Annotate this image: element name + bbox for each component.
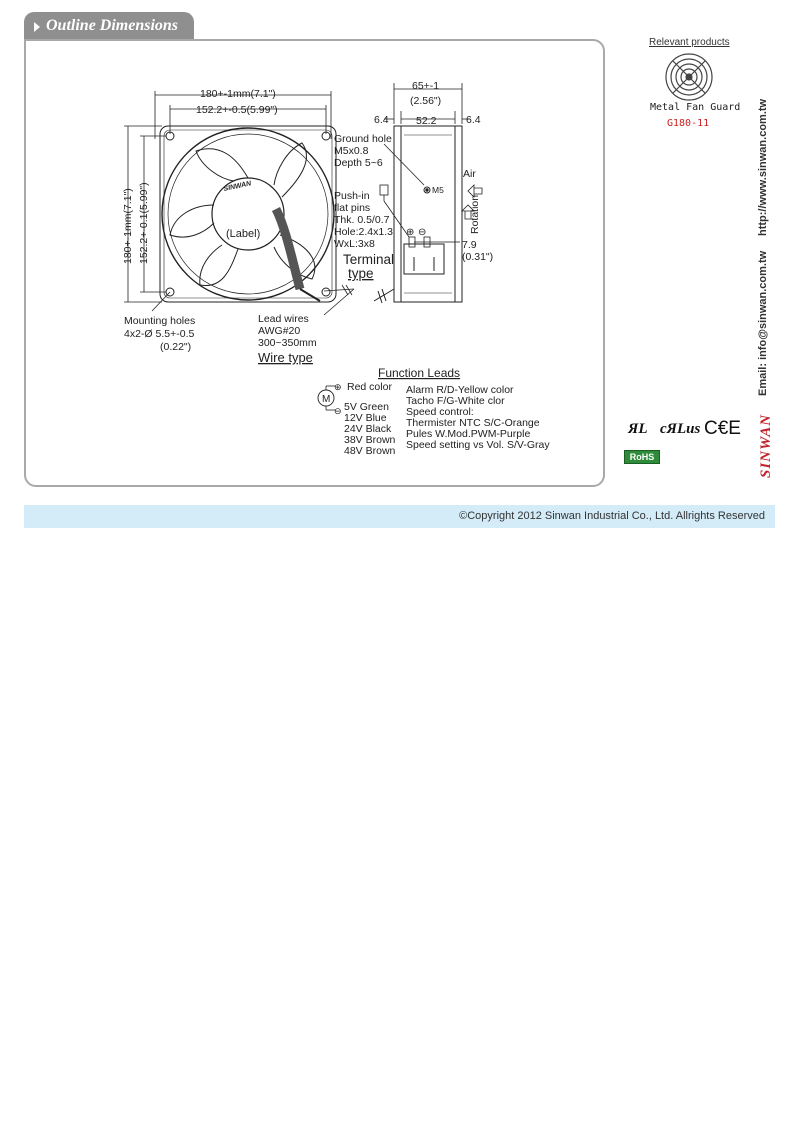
rotation-arrow-icon: [461, 204, 475, 220]
function-pwm: Pules W.Mod.PWM-Purple: [406, 428, 530, 440]
depth-right-dim: 6.4: [466, 114, 481, 126]
m5-label: M5: [432, 185, 444, 195]
lead-wires-length: 300~350mm: [258, 337, 317, 349]
ce-mark-icon: C€E: [704, 418, 741, 439]
function-tacho: Tacho F/G-White clor: [406, 395, 505, 407]
push-in-flat: flat pins: [334, 202, 370, 214]
footer-bar: ©Copyright 2012 Sinwan Industrial Co., L…: [24, 505, 775, 528]
push-in-hole: Hole:2.4x1.3: [334, 226, 393, 238]
air-label: Air: [463, 168, 476, 180]
hub-label: (Label): [226, 228, 260, 240]
contact-email[interactable]: Email: info@sinwan.com.tw: [757, 250, 769, 396]
minus-symbol: ⊖: [418, 227, 426, 238]
function-speed-control: Speed control:: [406, 406, 474, 418]
voltage-5v: 5V Green: [344, 401, 389, 413]
push-in-thk: Thk. 0.5/0.7: [334, 214, 390, 226]
rohs-badge: RoHS: [624, 450, 660, 464]
fan-front-view: [159, 125, 337, 303]
air-arrow-icon: [467, 184, 483, 198]
pin-width-inch: (0.31"): [462, 251, 493, 263]
fan-guard-icon[interactable]: [664, 52, 714, 102]
lead-wires-label: Lead wires: [258, 313, 309, 325]
ground-hole-thread: M5x0.8: [334, 145, 369, 157]
red-color-label: Red color: [347, 381, 392, 393]
wire-type-label: Wire type: [258, 350, 313, 365]
width-outer-dim: 180+-1mm(7.1"): [200, 88, 276, 100]
ground-hole-depth: Depth 5~6: [334, 157, 383, 169]
product-name[interactable]: Metal Fan Guard: [650, 102, 741, 113]
voltage-38v: 38V Brown: [344, 434, 396, 446]
height-outer-dim: 180+-1mm(7.1"): [122, 188, 134, 264]
voltage-12v: 12V Blue: [344, 412, 387, 424]
depth-total-dim: 65+-1: [412, 80, 439, 92]
push-in-label: Push-in: [334, 190, 370, 202]
ul-mark-icon: ЯL: [628, 421, 648, 437]
terminal-type-label-2: type: [348, 266, 374, 281]
depth-total-inch: (2.56"): [410, 95, 441, 107]
caret-right-icon: [34, 22, 40, 32]
height-inner-dim: 152.2+-0.1(5.99"): [138, 182, 150, 264]
motor-symbol: M: [322, 394, 330, 405]
pin-width-dim: 7.9: [462, 239, 477, 251]
mounting-holes-spec: 4x2-Ø 5.5+-0.5: [124, 328, 194, 340]
function-speed-setting: Speed setting vs Vol. S/V-Gray: [406, 439, 550, 451]
relevant-products-title: Relevant products: [649, 37, 730, 48]
function-leads-title: Function Leads: [378, 366, 460, 380]
minus-symbol-leads: ⊖: [334, 406, 342, 416]
flat-pin-icon: [379, 184, 389, 196]
section-tab: Outline Dimensions: [24, 12, 194, 42]
cul-mark-icon: cЯLus: [660, 421, 701, 437]
depth-mid-dim: 52.2: [416, 115, 437, 127]
voltage-48v: 48V Brown: [344, 445, 396, 457]
lead-wires-gauge: AWG#20: [258, 325, 300, 337]
website-url[interactable]: http://www.sinwan.com.tw: [757, 98, 769, 236]
hub-brand-label: SINWAN: [223, 180, 253, 193]
function-alarm: Alarm R/D-Yellow color: [406, 384, 514, 396]
voltage-24v: 24V Black: [344, 423, 392, 435]
function-thermister: Thermister NTC S/C-Orange: [406, 417, 540, 429]
terminal-type-label-1: Terminal: [343, 252, 394, 267]
outline-drawing: SINWAN (Label) 180+-1mm(7.1") 152.2+-0.5…: [122, 80, 550, 457]
plus-symbol: ⊕: [406, 227, 414, 238]
depth-left-dim: 6.4: [374, 114, 389, 126]
ground-hole-label: Ground hole: [334, 133, 392, 145]
plus-symbol-leads: ⊕: [334, 382, 342, 392]
rotation-label: Rotation: [469, 195, 481, 234]
mounting-holes-inch: (0.22"): [160, 341, 191, 353]
push-in-size: WxL:3x8: [334, 238, 375, 250]
brand-logo-text: SINWAN: [758, 413, 774, 478]
section-title: Outline Dimensions: [46, 17, 179, 34]
width-inner-dim: 152.2+-0.5(5.99"): [196, 104, 278, 116]
copyright-text: ©Copyright 2012 Sinwan Industrial Co., L…: [459, 510, 765, 522]
product-code[interactable]: G180-11: [667, 118, 710, 129]
mounting-holes-label: Mounting holes: [124, 315, 195, 327]
